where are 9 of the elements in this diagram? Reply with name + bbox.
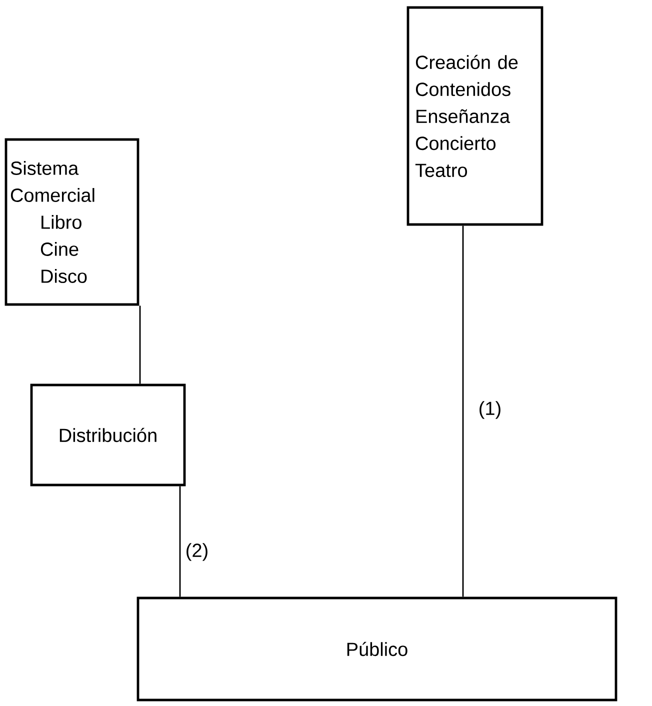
edge-label: (1) <box>477 400 503 420</box>
process-box: Público <box>136 596 618 702</box>
connector-line <box>179 486 181 597</box>
connector-line <box>462 226 464 597</box>
connector-line <box>139 306 141 384</box>
edge-label: (2) <box>184 542 210 562</box>
process-box: Creación de Contenidos Enseñanza Concierto Teatro <box>406 6 544 226</box>
process-box: Distribución <box>30 384 186 486</box>
process-box: Sistema Comercial Libro Cine Disco <box>4 138 140 306</box>
